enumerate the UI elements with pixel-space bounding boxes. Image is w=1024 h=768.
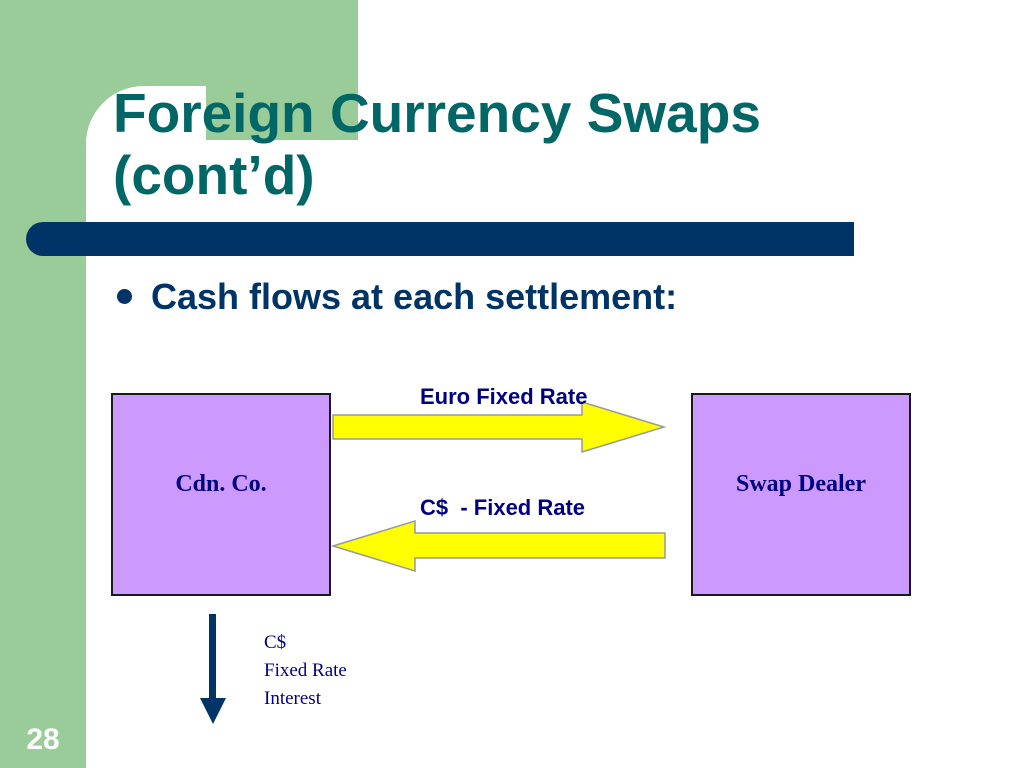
cad-fixed-rate-label: C$ - Fixed Rate — [420, 495, 586, 520]
cdn-co-box: Cdn. Co. — [111, 393, 331, 596]
swap-dealer-box: Swap Dealer — [691, 393, 911, 596]
bullet-icon — [117, 289, 132, 304]
bullet-text: Cash flows at each settlement: — [151, 276, 678, 317]
slide-title-line-2: (cont’d) — [113, 144, 315, 206]
left-arrow-icon — [330, 519, 666, 573]
outflow-label-line-3: Interest — [264, 688, 321, 709]
slide-number: 28 — [26, 723, 60, 756]
right-arrow-icon — [332, 400, 667, 454]
slide-title-line-1: Foreign Currency Swaps — [113, 82, 761, 144]
cdn-co-label: Cdn. Co. — [175, 471, 267, 497]
outflow-label: C$ Fixed Rate Interest — [264, 629, 347, 713]
outflow-label-line-2: Fixed Rate — [264, 660, 347, 681]
swap-dealer-label: Swap Dealer — [736, 471, 866, 497]
title-divider-bar — [26, 222, 854, 256]
content-corner — [86, 86, 206, 206]
down-arrow-icon — [200, 614, 226, 724]
euro-fixed-rate-label: Euro Fixed Rate — [420, 384, 588, 409]
slide-title: Foreign Currency Swaps (cont’d) — [113, 82, 973, 206]
green-sidebar — [0, 0, 86, 768]
outflow-label-line-1: C$ — [264, 632, 287, 653]
